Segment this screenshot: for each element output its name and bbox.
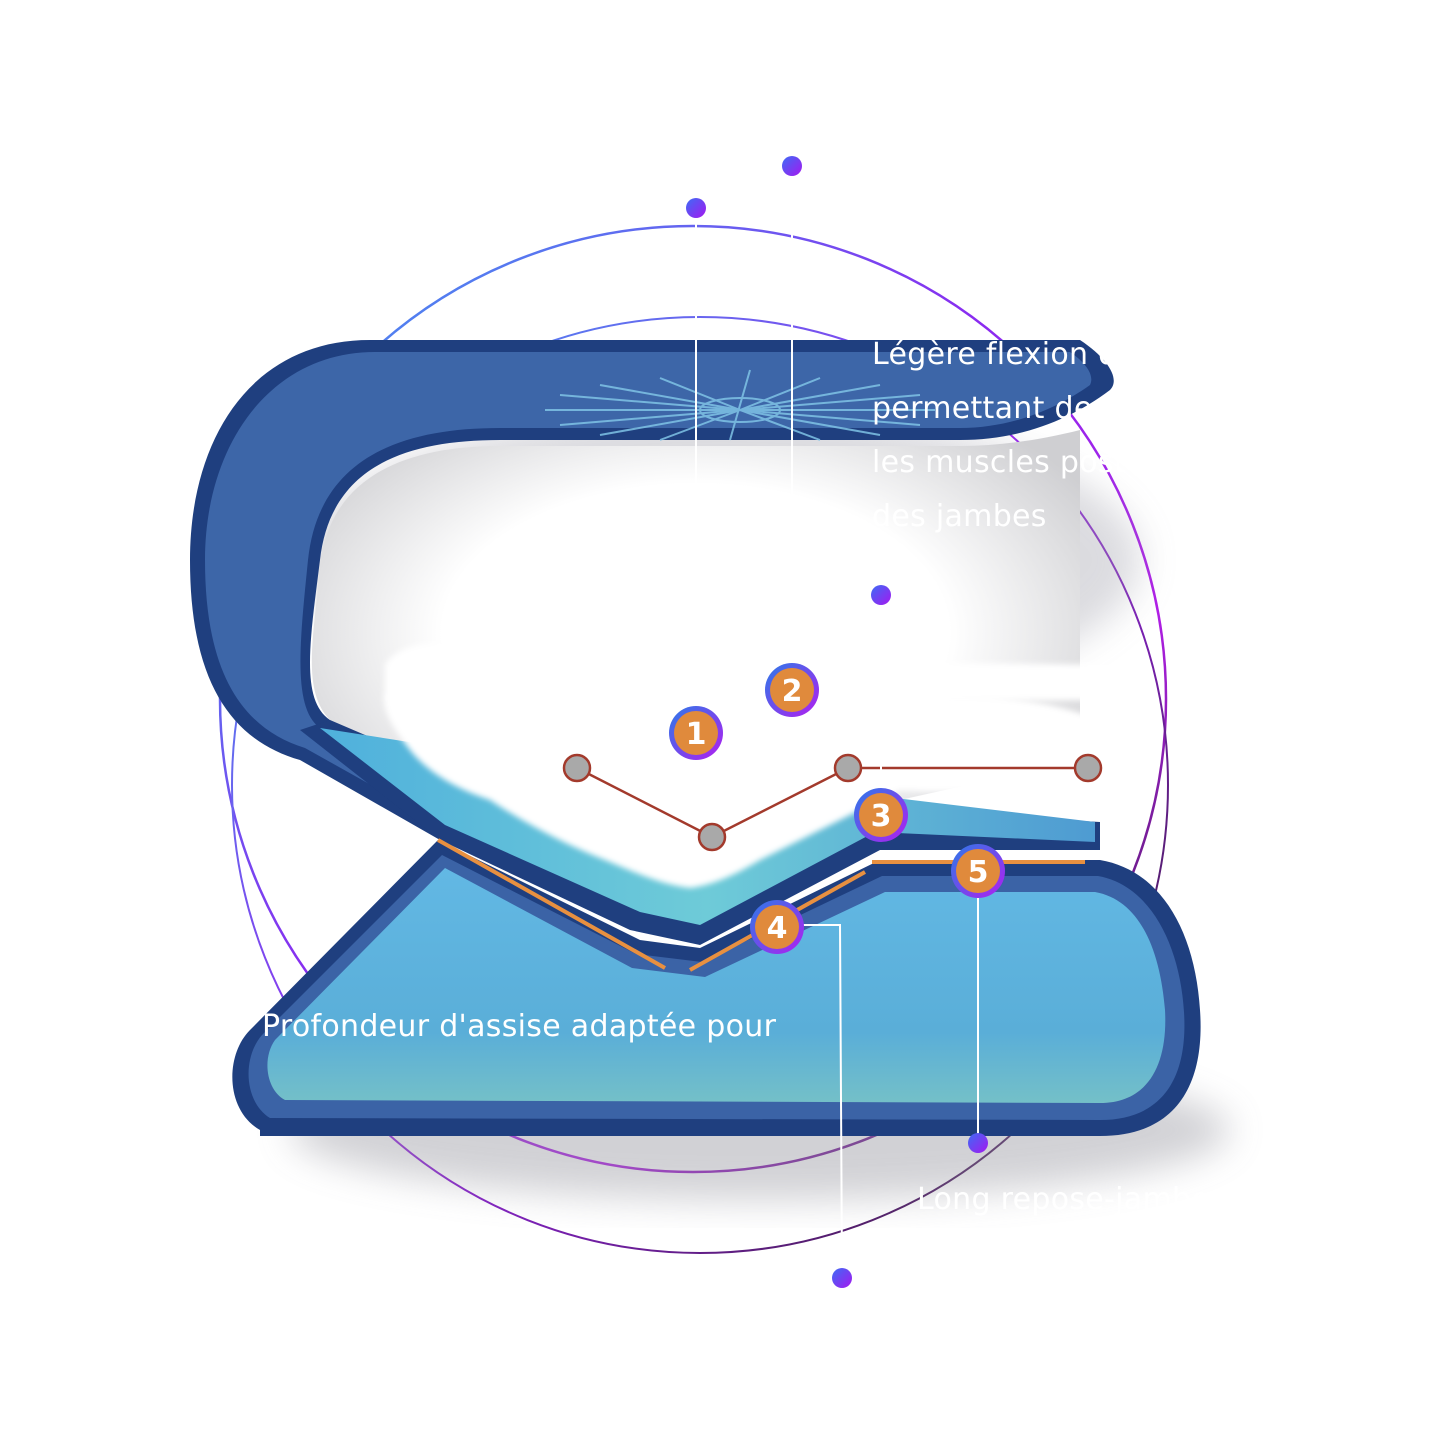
- leader-dot-1: [686, 198, 706, 218]
- marker-1-label: 1: [686, 717, 707, 752]
- callout-line: permettant de détendre: [872, 391, 1241, 426]
- light-panel: [545, 369, 935, 441]
- joint-node: [1073, 753, 1103, 783]
- marker-1: 1: [669, 706, 723, 760]
- legs-silhouette: [640, 660, 1130, 720]
- callout-line: Profondeur d'assise adaptée pour: [262, 1009, 777, 1044]
- callout-line: jambes jusqu'aux talons: [917, 1290, 1288, 1325]
- callout-line: supportant l'intégralité des: [917, 1236, 1333, 1271]
- leader-dot-3: [871, 585, 891, 605]
- joint-node: [833, 753, 863, 783]
- marker-5-label: 5: [968, 855, 989, 890]
- cabin-shell-inner: [205, 352, 1092, 818]
- callout-line: Légère flexion des genoux: [872, 337, 1276, 372]
- marker-2: 2: [765, 663, 819, 717]
- person-silhouette: [384, 643, 1131, 888]
- base-fill: [267, 868, 1166, 1103]
- marker-4-label: 4: [767, 911, 788, 946]
- marker-5: 5: [951, 844, 1005, 898]
- inner-ring: [231, 316, 1169, 1254]
- callout-knee-flexion: Légère flexion des genoux permettant de …: [872, 328, 1275, 544]
- joint-node: [697, 822, 727, 852]
- marker-4: 4: [750, 900, 804, 954]
- callout-line: des jambes: [872, 499, 1047, 534]
- leader-dot-4: [832, 1268, 852, 1288]
- joint-chain: [576, 766, 1088, 839]
- callout-line: Long repose-jambes: [917, 1182, 1227, 1217]
- marker-3-label: 3: [871, 799, 892, 834]
- callout-seat-depth: Profondeur d'assise adaptée pour: [262, 1000, 776, 1054]
- callout-leg-rest: Long repose-jambes supportant l'intégral…: [917, 1173, 1333, 1335]
- joint-node: [562, 753, 592, 783]
- marker-2-label: 2: [782, 674, 803, 709]
- leader-line-4: [803, 924, 843, 1273]
- marker-3: 3: [854, 788, 908, 842]
- support-line-seat: [437, 838, 666, 970]
- callout-line: les muscles postérieurs: [872, 445, 1233, 480]
- leader-dot-2: [782, 156, 802, 176]
- leader-dot-5: [968, 1133, 988, 1153]
